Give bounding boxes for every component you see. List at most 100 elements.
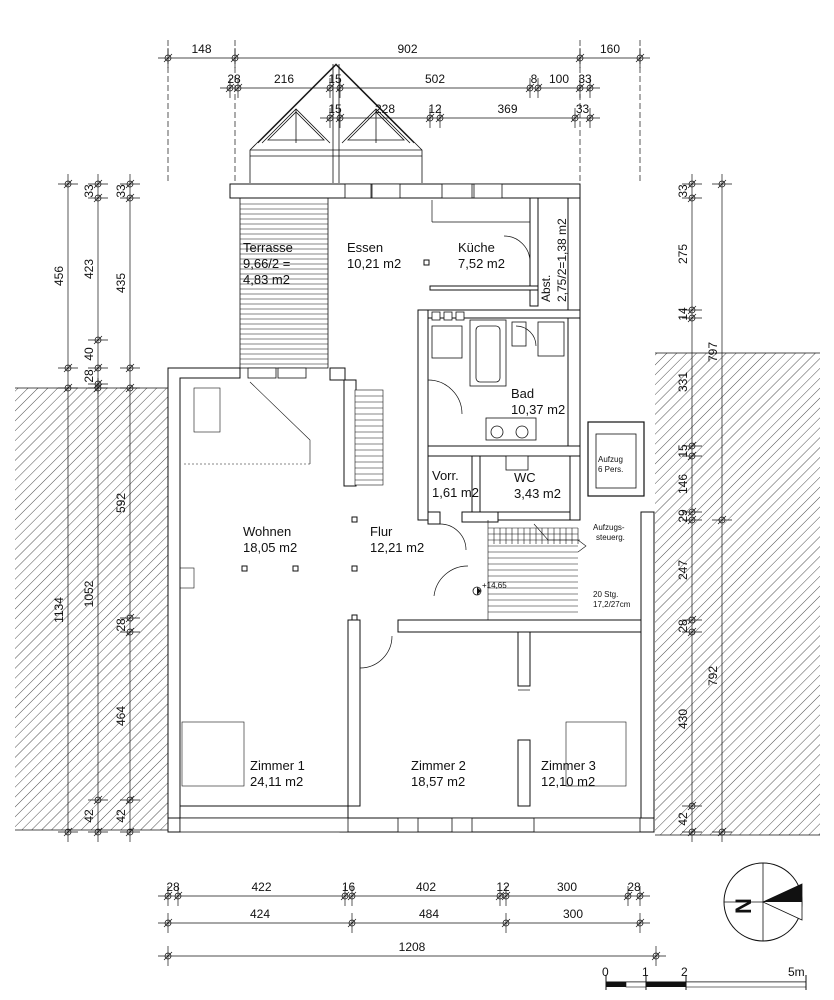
dimension-label: 33 [676,184,690,198]
dimension-label: 148 [191,42,211,56]
dimension-label: 15 [328,102,342,116]
essen-name: Essen [347,240,383,255]
wohnen-name: Wohnen [243,524,291,539]
dimension-label: 33 [578,72,592,86]
dimension-label: 456 [52,266,66,286]
wc-name: WC [514,470,536,485]
neighbour-buildings [15,352,820,836]
lift-capacity: 6 Pers. [598,465,623,474]
dimension-label: 14 [676,307,690,321]
stairs-size: 17,2/27cm [593,600,631,609]
dimension-label: 12 [428,102,442,116]
dimension-label: 146 [676,474,690,494]
dimension-label: 42 [676,812,690,826]
dimension-label: 247 [676,560,690,580]
lift-control-label-2: steuerg. [596,533,625,542]
lift-label: Aufzug [598,455,623,464]
dimension-label: 29 [676,509,690,523]
dimension-label: 100 [549,72,569,86]
north-arrow-icon: N [723,862,803,942]
dimension-label: 28 [82,369,96,383]
dimension-label: 902 [397,42,417,56]
level-value: +14,65 [482,581,507,590]
living-features [179,381,627,787]
scale-label-0: 0 [602,965,609,979]
north-label: N [731,898,756,914]
zimmer3-area: 12,10 m2 [541,774,595,789]
zimmer3-name: Zimmer 3 [541,758,596,773]
scale-label-2: 2 [681,965,688,979]
dimension-label: 28 [627,880,641,894]
scale-bar: 0 1 2 5m [602,965,807,990]
dimension-label: 331 [676,372,690,392]
dimension-label: 792 [706,666,720,686]
dimension-label: 435 [114,273,128,293]
dimension-label: 33 [576,102,590,116]
wc-area: 3,43 m2 [514,486,561,501]
dimension-label: 160 [600,42,620,56]
bad-area: 10,37 m2 [511,402,565,417]
room-labels: Terrasse 9,66/2 = 4,83 m2 Essen 10,21 m2… [243,218,596,789]
doors [359,200,537,691]
dimension-label: 484 [419,907,439,921]
terrasse-name: Terrasse [243,240,293,255]
essen-area: 10,21 m2 [347,256,401,271]
dimension-label: 28 [166,880,180,894]
dimension-label: 502 [425,72,445,86]
dimension-label: 42 [114,809,128,823]
dimension-label: 464 [114,706,128,726]
vorr-name: Vorr. [432,468,459,483]
zimmer2-name: Zimmer 2 [411,758,466,773]
dimension-label: 1208 [399,940,426,954]
bathroom-fixtures [431,311,565,471]
dimension-label: 40 [82,347,96,361]
dimension-label: 424 [250,907,270,921]
dimension-label: 33 [82,184,96,198]
dimension-label: 797 [706,342,720,362]
dimension-label: 16 [342,880,356,894]
stairs-count: 20 Stg. [593,590,618,599]
terrasse-area: 4,83 m2 [243,272,290,287]
dimension-label: 28 [676,619,690,633]
dimension-label: 430 [676,709,690,729]
dimension-label: 300 [563,907,583,921]
stairs [354,389,587,620]
dimension-label: 423 [82,259,96,279]
dimension-label: 15 [328,72,342,86]
dimension-label: 402 [416,880,436,894]
dimension-label: 422 [251,880,271,894]
dimension-label: 15 [676,444,690,458]
dimension-label: 12 [496,880,510,894]
lift [587,421,645,497]
inner-walls [417,197,581,525]
dimension-label: 592 [114,493,128,513]
zimmer1-area: 24,11 m2 [250,774,303,789]
scale-label-1: 1 [642,965,649,979]
scale-label-5m: 5m [788,965,805,979]
zimmer1-name: Zimmer 1 [250,758,305,773]
kueche-name: Küche [458,240,495,255]
terrace [239,197,329,369]
dimension-label: 28 [114,618,128,632]
bad-name: Bad [511,386,534,401]
windows [179,183,641,833]
dimension-label: 228 [375,102,395,116]
ceiling-lights [241,259,430,621]
dimension-label: 33 [114,184,128,198]
kueche-area: 7,52 m2 [458,256,505,271]
dimension-label: 1052 [82,580,96,607]
dimension-label: 216 [274,72,294,86]
notes: Aufzug 6 Pers. Aufzugs- steuerg. 20 Stg.… [472,455,631,609]
flur-name: Flur [370,524,393,539]
dimension-label: 28 [227,72,241,86]
terrasse-calc: 9,66/2 = [243,256,290,271]
lift-control-label: Aufzugs- [593,523,625,532]
dimension-label: 369 [497,102,517,116]
abst-area: 2,75/2=1,38 m2 [555,218,569,302]
neighbour-building-right [655,353,820,835]
neighbour-building-left [15,388,168,830]
dimension-label: 42 [82,809,96,823]
vorr-area: 1,61 m2 [432,485,479,500]
